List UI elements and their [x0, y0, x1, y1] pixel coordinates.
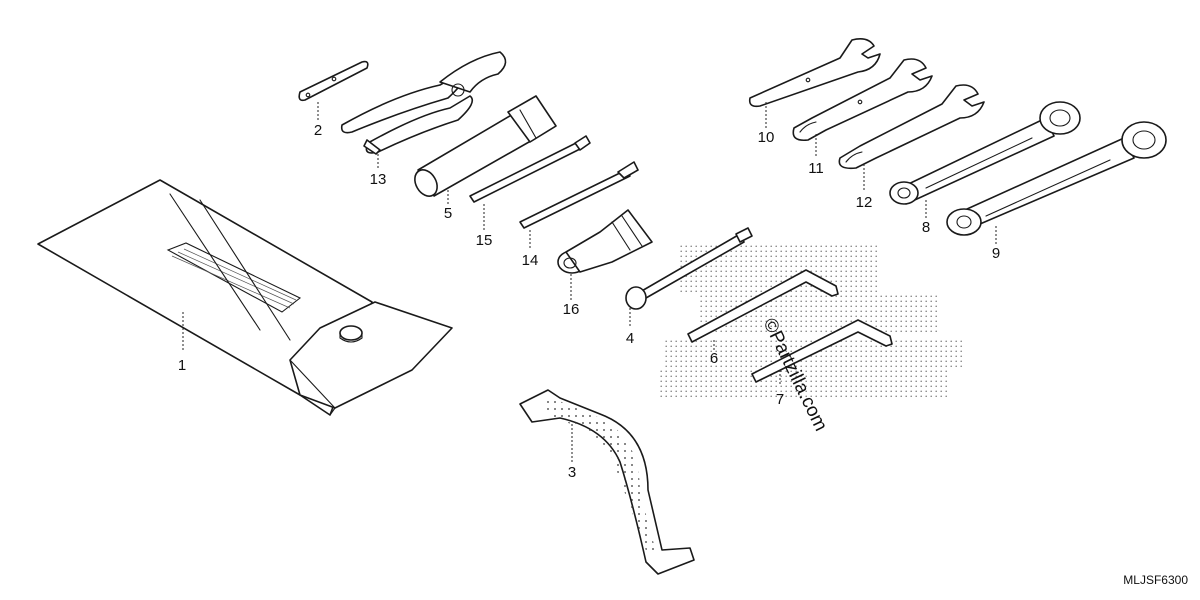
callout-16: 16 — [563, 301, 580, 318]
open-end-wrench-medium — [792, 58, 933, 142]
combination-wrench-large — [946, 121, 1167, 236]
hex-wrench-small — [751, 319, 893, 383]
diagram-code: MLJSF6300 — [1123, 573, 1188, 587]
phillips-screwdriver-bit — [519, 161, 639, 229]
callout-15: 15 — [476, 232, 493, 249]
pliers — [340, 51, 507, 155]
callout-9: 9 — [992, 245, 1000, 262]
callout-14: 14 — [522, 252, 539, 269]
callout-11: 11 — [808, 160, 824, 177]
callout-7: 7 — [776, 391, 784, 408]
extension-bar — [625, 227, 753, 310]
leader-lines — [182, 102, 997, 462]
box-wrench — [414, 95, 557, 197]
callout-5: 5 — [444, 205, 452, 222]
watermark-dots — [660, 245, 965, 398]
callout-6: 6 — [710, 350, 718, 367]
callout-2: 2 — [314, 122, 322, 139]
callout-10: 10 — [758, 129, 775, 146]
combination-wrench-small — [889, 101, 1081, 205]
tool-bag — [37, 179, 453, 416]
callout-4: 4 — [626, 330, 634, 347]
screwdriver-handle — [557, 209, 653, 274]
callout-12: 12 — [856, 194, 873, 211]
flat-screwdriver-bit — [469, 135, 591, 203]
open-end-wrench-large — [838, 84, 985, 170]
callout-8: 8 — [922, 219, 930, 236]
hex-wrench-large — [687, 269, 839, 343]
callout-labels: 1 2 3 4 5 6 7 8 9 10 11 12 13 14 15 16 — [178, 122, 1000, 481]
callout-1: 1 — [178, 357, 186, 374]
callout-13: 13 — [370, 171, 387, 188]
tool-strap — [519, 389, 695, 575]
callout-3: 3 — [568, 464, 576, 481]
spark-plug-wrench-handle — [298, 60, 369, 102]
open-end-wrench-small — [748, 38, 881, 108]
